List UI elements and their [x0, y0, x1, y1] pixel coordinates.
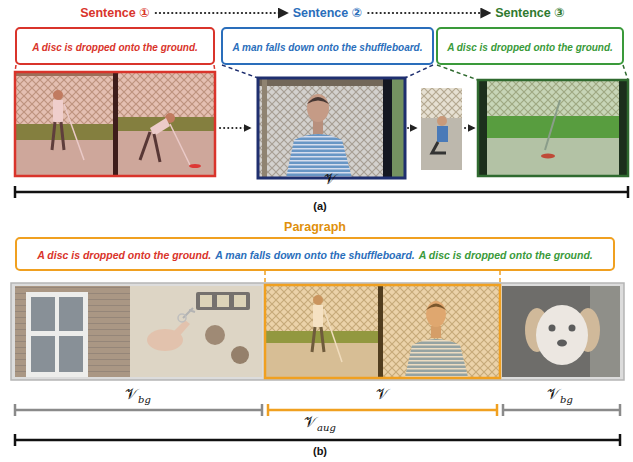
background-bar	[619, 404, 622, 416]
heading-row: Sentence ①	[15, 4, 215, 20]
target-video	[265, 285, 500, 378]
video-frame-red	[15, 72, 215, 176]
sequence-arrow	[465, 127, 474, 129]
target-bar	[268, 404, 497, 416]
background-bar	[15, 409, 262, 412]
video-symbol: 𝒱	[304, 414, 317, 431]
sentence-box: Sentence ③ A disc is dropped onto the gro…	[436, 4, 624, 65]
background-video-right	[502, 286, 620, 377]
text-frame: A man falls down onto the shuffleboard.	[221, 27, 434, 65]
video-symbol: 𝒱	[125, 386, 138, 403]
background-bar	[502, 404, 505, 416]
video-strip	[11, 283, 624, 380]
text-frame: A disc is dropped onto the ground. A man …	[15, 237, 615, 271]
heading-row: Paragraph	[15, 218, 615, 234]
video-frame-small	[432, 142, 446, 153]
background-bar	[503, 409, 620, 412]
background-video-left	[15, 286, 262, 377]
sentence-box: Sentence ② A man falls down onto the shuf…	[221, 4, 434, 65]
sequence-arrow	[220, 127, 250, 129]
heading: Paragraph	[284, 219, 346, 235]
heading: Sentence ③	[495, 5, 565, 21]
video-symbol: 𝒱	[376, 386, 389, 403]
background-bar	[14, 404, 17, 416]
target-bar	[496, 404, 499, 416]
video-frame-red	[15, 72, 215, 176]
text-run: A disc is dropped onto the ground. A man …	[35, 245, 595, 263]
video-symbol: 𝒱	[324, 171, 337, 188]
augmented-bar	[15, 434, 620, 446]
sentence-text: A disc is dropped onto the ground.	[37, 249, 211, 263]
video-frame-blue	[258, 78, 405, 178]
target-video	[265, 286, 500, 377]
dotted-arrow	[156, 12, 287, 14]
sentence-text: A disc is dropped onto the ground.	[447, 41, 613, 54]
text-frame: A disc is dropped onto the ground.	[15, 27, 215, 65]
target-bar	[267, 404, 270, 416]
heading-row: Sentence ②	[221, 4, 434, 20]
heading: Sentence ①	[80, 5, 150, 21]
background-bar	[261, 404, 264, 416]
augmented-bar	[619, 434, 622, 446]
timeline-bar	[627, 186, 630, 198]
augmented-bar	[15, 439, 620, 442]
text-run: A disc is dropped onto the ground.	[445, 37, 615, 55]
text-run: A disc is dropped onto the ground.	[30, 37, 200, 55]
video-frame-small	[421, 88, 462, 170]
video-frame-red	[15, 72, 215, 176]
timeline-bar	[14, 186, 17, 198]
sentence-text: A disc is dropped onto the ground.	[32, 41, 198, 54]
video-frame-green	[478, 80, 628, 176]
augmented-bar	[14, 434, 17, 446]
background-video-right	[502, 286, 620, 377]
video-frame-blue	[258, 78, 405, 178]
video-frame-blue	[258, 78, 405, 178]
target-video	[265, 285, 500, 378]
video-frame-green	[478, 80, 628, 176]
target-bar	[268, 409, 497, 412]
leader-line	[214, 65, 215, 72]
leader-line	[623, 65, 628, 80]
sentence-text: A disc is dropped onto the ground.	[419, 249, 593, 263]
video-frame-small	[437, 126, 448, 142]
video-frame-green	[478, 80, 628, 176]
timeline-bar	[15, 186, 628, 198]
subscript: bg	[560, 394, 573, 406]
sentence-text: A man falls down onto the shuffleboard.	[215, 249, 415, 263]
leader-line	[222, 65, 258, 78]
leader-line	[15, 65, 628, 285]
background-bar	[15, 404, 620, 416]
timeline-bar	[15, 191, 628, 194]
paragraph-box: Paragraph A disc is dropped onto the grou…	[15, 218, 615, 271]
leader-line	[15, 65, 16, 72]
text-run: A man falls down onto the shuffleboard.	[230, 37, 424, 55]
heading-row: Sentence ③	[436, 4, 624, 20]
video-frame-green	[478, 80, 628, 176]
panel-label: (b)	[313, 445, 327, 458]
video-frame-small	[437, 116, 447, 126]
leader-line	[405, 65, 433, 78]
sentence-box: Sentence ① A disc is dropped onto the gro…	[15, 4, 215, 65]
sequence-arrow	[408, 127, 416, 129]
sentence-text: A man falls down onto the shuffleboard.	[232, 41, 422, 54]
subscript: bg	[138, 394, 151, 406]
dotted-arrow	[368, 12, 489, 14]
heading: Sentence ②	[293, 5, 363, 21]
leader-line	[437, 65, 478, 80]
video-frame-small	[421, 88, 462, 118]
background-video-right	[502, 286, 620, 377]
subscript: aug	[317, 422, 336, 434]
text-frame: A disc is dropped onto the ground.	[436, 27, 624, 65]
panel-label: (a)	[313, 200, 326, 213]
video-symbol: 𝒱	[547, 386, 560, 403]
background-video-left	[15, 286, 262, 377]
